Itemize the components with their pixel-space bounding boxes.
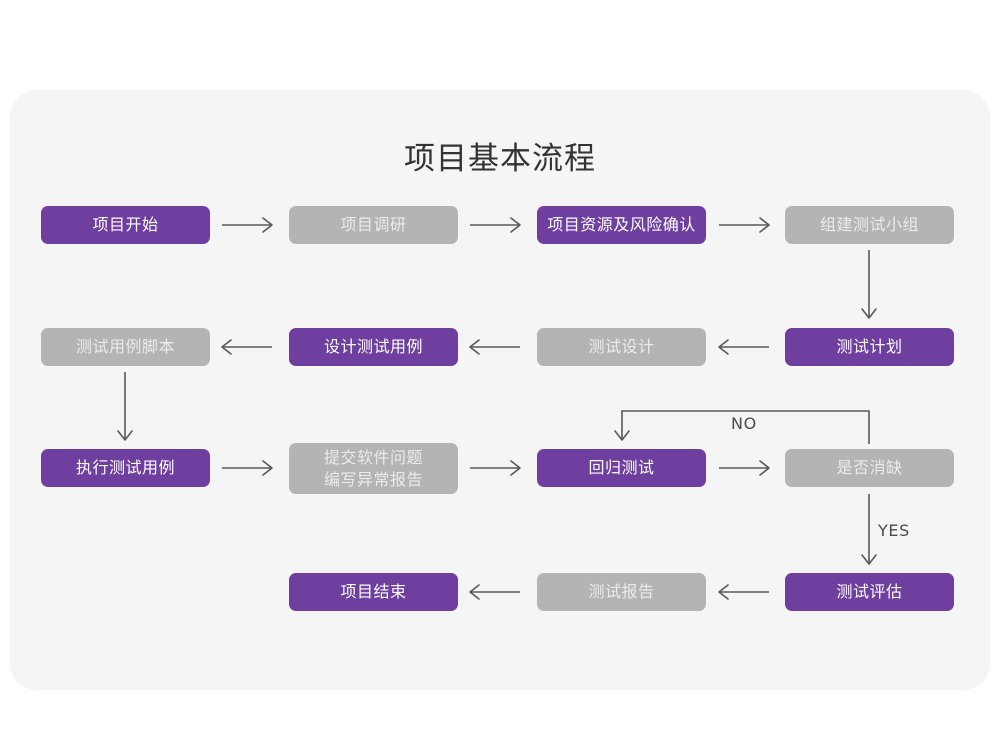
flow-node-project-start[interactable]: 项目开始: [41, 206, 210, 244]
page-title: 项目基本流程: [404, 141, 596, 177]
flow-node-submit-issue-report[interactable]: 提交软件问题 编写异常报告: [289, 443, 458, 494]
flow-node-build-test-team[interactable]: 组建测试小组: [785, 206, 954, 244]
flow-node-design-test-case[interactable]: 设计测试用例: [289, 328, 458, 366]
flow-node-test-design[interactable]: 测试设计: [537, 328, 706, 366]
flow-node-regression-test[interactable]: 回归测试: [537, 449, 706, 487]
flow-node-resource-risk-confirm[interactable]: 项目资源及风险确认: [537, 206, 706, 244]
flow-node-defect-cleared[interactable]: 是否消缺: [785, 449, 954, 487]
edge-label-no: NO: [731, 414, 757, 433]
flow-node-execute-test-case[interactable]: 执行测试用例: [41, 449, 210, 487]
flow-node-test-plan[interactable]: 测试计划: [785, 328, 954, 366]
flow-node-project-end[interactable]: 项目结束: [289, 573, 458, 611]
edge-label-yes: YES: [878, 521, 910, 540]
flow-node-test-case-script[interactable]: 测试用例脚本: [41, 328, 210, 366]
flow-node-project-research[interactable]: 项目调研: [289, 206, 458, 244]
flow-node-test-report[interactable]: 测试报告: [537, 573, 706, 611]
flow-node-test-evaluation[interactable]: 测试评估: [785, 573, 954, 611]
